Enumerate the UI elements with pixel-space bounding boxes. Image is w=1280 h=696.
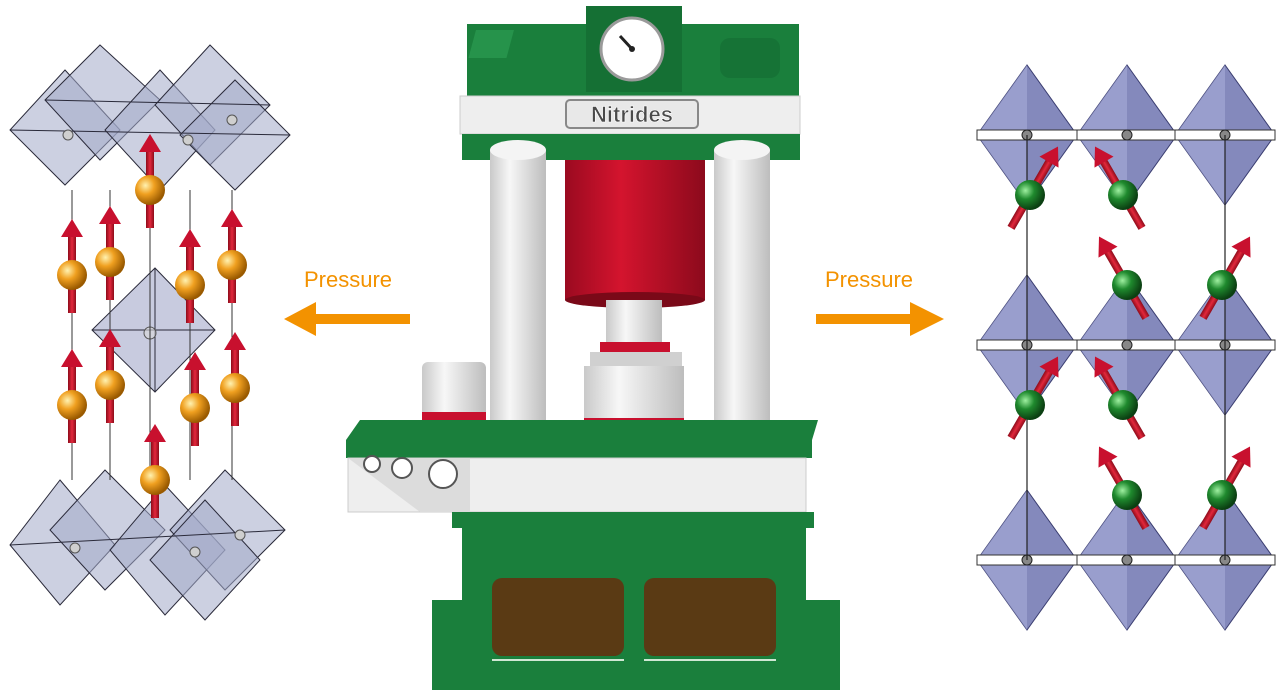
right-pressure-label: Pressure: [825, 267, 913, 292]
sample-cell: [584, 366, 684, 424]
left-middle-octahedron: [91, 267, 216, 393]
pressure-gauge-icon: [599, 16, 665, 82]
press-name-label: Nitrides: [591, 102, 673, 127]
base-window-right: [644, 578, 776, 656]
right-arrow-head-icon: [910, 302, 944, 336]
left-magnetic-atom: [220, 373, 250, 403]
right-magnetic-atom: [1112, 270, 1142, 300]
right-magnetic-atom: [1108, 390, 1138, 420]
right-magnetic-atom: [1015, 180, 1045, 210]
base-window-left: [492, 578, 624, 656]
right-magnetic-atom: [1112, 480, 1142, 510]
right-crystal-structure: [976, 64, 1276, 631]
left-spins: [57, 134, 250, 518]
hydraulic-press: Nitrides: [346, 6, 840, 690]
side-cylinder: [422, 362, 486, 420]
control-knobs: [363, 455, 458, 489]
left-magnetic-atom: [175, 270, 205, 300]
left-pressure-arrow: Pressure: [284, 267, 410, 336]
left-bottom-octahedra: [9, 469, 286, 621]
press-table: [346, 420, 818, 440]
left-magnetic-atom: [57, 390, 87, 420]
left-arrow-head-icon: [284, 302, 316, 336]
left-anion-atoms: [62, 114, 246, 558]
right-octahedra: [976, 64, 1276, 631]
right-anion-atom: [1121, 554, 1133, 566]
left-magnetic-atom: [180, 393, 210, 423]
right-magnetic-atom: [1207, 480, 1237, 510]
left-top-octahedra: [9, 44, 291, 191]
right-anion-atom: [1121, 339, 1133, 351]
press-ram: [565, 160, 705, 300]
left-magnetic-atom: [135, 175, 165, 205]
left-pillar: [490, 150, 546, 440]
press-piston: [606, 300, 662, 348]
right-spins: [1007, 146, 1251, 530]
left-magnetic-atom: [95, 370, 125, 400]
right-pressure-arrow: Pressure: [816, 267, 944, 336]
left-pressure-label: Pressure: [304, 267, 392, 292]
left-crystal-structure: [9, 44, 291, 621]
right-magnetic-atom: [1207, 270, 1237, 300]
left-magnetic-atom: [217, 250, 247, 280]
right-magnetic-atom: [1108, 180, 1138, 210]
right-magnetic-atom: [1015, 390, 1045, 420]
left-magnetic-atom: [57, 260, 87, 290]
left-magnetic-atom: [95, 247, 125, 277]
right-anion-atom: [1121, 129, 1133, 141]
right-pillar: [714, 150, 770, 440]
left-magnetic-atom: [140, 465, 170, 495]
